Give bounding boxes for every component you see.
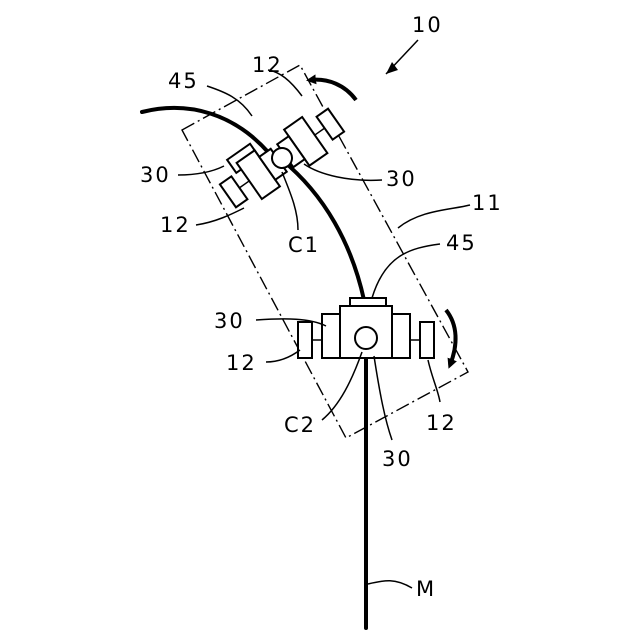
bottom-roller-assembly [298,298,434,358]
leader-30-bottom [374,356,392,440]
label-30-top-left: 30 [140,163,171,187]
leader-m [368,581,412,588]
label-45-top: 45 [168,69,199,93]
bottom-left-roller [298,322,312,358]
leader-11 [398,205,470,228]
rotation-arrow-bottom [446,310,456,365]
label-30-bottom: 30 [382,447,413,471]
top-left-roller [220,176,248,207]
leader-30-bottom-left [256,319,326,326]
center-c2 [355,327,377,349]
leader-c1 [282,172,298,230]
material-path-middle [282,160,364,300]
label-30-bottom-left: 30 [214,309,245,333]
label-12-bottom-right: 12 [426,411,457,435]
label-12-top: 12 [252,53,283,77]
label-c2: C2 [284,413,316,437]
bottom-left-guide [322,314,340,358]
bottom-holder-45 [350,298,386,306]
label-m: M [416,577,436,601]
leader-45-top [207,86,252,116]
leader-30-top-left [178,166,224,175]
label-c1: C1 [288,233,320,257]
bottom-right-guide [392,314,410,358]
leader-12-mid-left [196,208,244,225]
label-10: 10 [412,13,443,37]
leader-30-top-right [304,164,382,180]
label-12-bottom-left: 12 [226,351,257,375]
top-roller-assembly [211,96,349,214]
top-right-roller [317,109,345,140]
label-11: 11 [472,191,503,215]
bottom-right-roller [420,322,434,358]
label-12-mid: 12 [160,213,191,237]
leader-12-bottom-right [428,360,440,402]
leader-c2 [322,352,362,420]
label-45-bottom: 45 [446,231,477,255]
label-30-top-right: 30 [386,167,417,191]
leader-45-bottom [372,244,440,298]
leader-12-bottom-left [266,350,300,362]
